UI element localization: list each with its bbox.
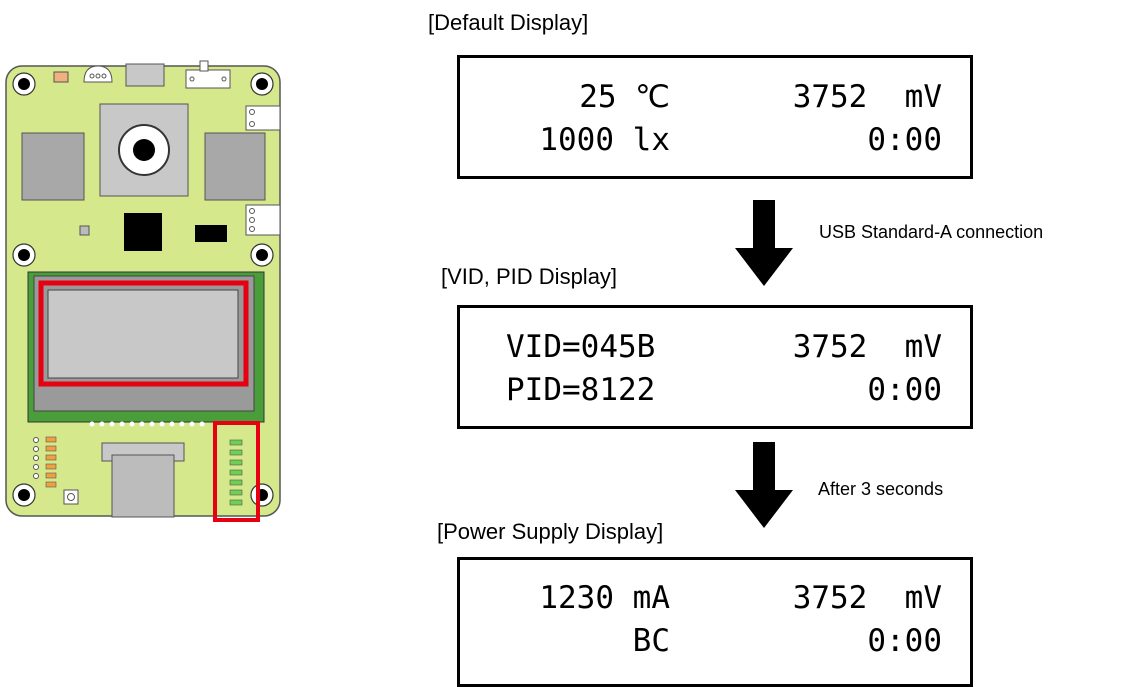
usb-connection-note: USB Standard-A connection — [819, 222, 1044, 242]
gray-chip-right — [204, 132, 266, 201]
lcd-pin-row — [89, 421, 205, 427]
vidpid-line1-left: VID=045B — [506, 329, 656, 365]
lcd-screen — [47, 289, 239, 379]
vidpid-display-title: [VID, PID Display] — [441, 264, 618, 289]
default-lcd-panel: 25 ℃ 3752 mV 1000 lx 0:00 — [457, 55, 973, 179]
usb-connector-bottom — [101, 442, 185, 518]
mounting-hole-icon — [12, 243, 36, 267]
orange-led-column — [45, 436, 57, 488]
vidpid-lcd-panel: VID=045B 3752 mV PID=8122 0:00 — [457, 305, 973, 429]
down-arrow-icon — [735, 200, 793, 286]
right-connector-top — [245, 105, 281, 131]
default-line1-left: 25 ℃ — [579, 79, 670, 115]
right-connector-mid — [245, 204, 281, 236]
buzzer-center — [133, 139, 155, 161]
vidpid-line2-right: 0:00 — [867, 372, 942, 408]
orange-pad — [53, 71, 69, 83]
small-pad — [79, 225, 90, 236]
mounting-hole-icon — [250, 72, 274, 96]
power-line1-left: 1230 mA — [539, 580, 670, 616]
power-line1-right: 3752 mV — [792, 580, 942, 616]
down-arrow-icon — [735, 442, 793, 528]
default-line2-right: 0:00 — [867, 122, 942, 158]
mounting-hole-icon — [250, 483, 274, 507]
power-line2-left: BC — [632, 623, 670, 659]
sensor-component — [83, 65, 113, 83]
lcd-highlight-box — [38, 280, 249, 387]
left-pin-column — [33, 437, 39, 479]
power-display-title: [Power Supply Display] — [437, 519, 664, 544]
default-line1-right: 3752 mV — [792, 79, 942, 115]
vidpid-line2-left: PID=8122 — [506, 372, 656, 408]
default-line2-left: 1000 lx — [539, 122, 670, 158]
mounting-hole-icon — [12, 72, 36, 96]
power-lcd-panel: 1230 mA 3752 mV BC 0:00 — [457, 557, 973, 687]
power-line2-right: 0:00 — [867, 623, 942, 659]
usb-connector-top — [125, 63, 165, 87]
slide-switch — [185, 60, 231, 89]
mounting-hole-icon — [250, 243, 274, 267]
default-display-title: [Default Display] — [428, 10, 589, 35]
ic-chip-large — [124, 213, 162, 251]
green-led-column — [229, 439, 243, 506]
mounting-hole-icon — [12, 483, 36, 507]
vidpid-line1-right: 3752 mV — [792, 329, 942, 365]
after-3-seconds-note: After 3 seconds — [818, 479, 944, 499]
led-highlight-box — [213, 421, 260, 522]
board-illustration — [5, 60, 281, 522]
gray-chip-left — [21, 132, 85, 201]
small-button — [63, 489, 79, 505]
ic-chip-small — [195, 225, 227, 242]
